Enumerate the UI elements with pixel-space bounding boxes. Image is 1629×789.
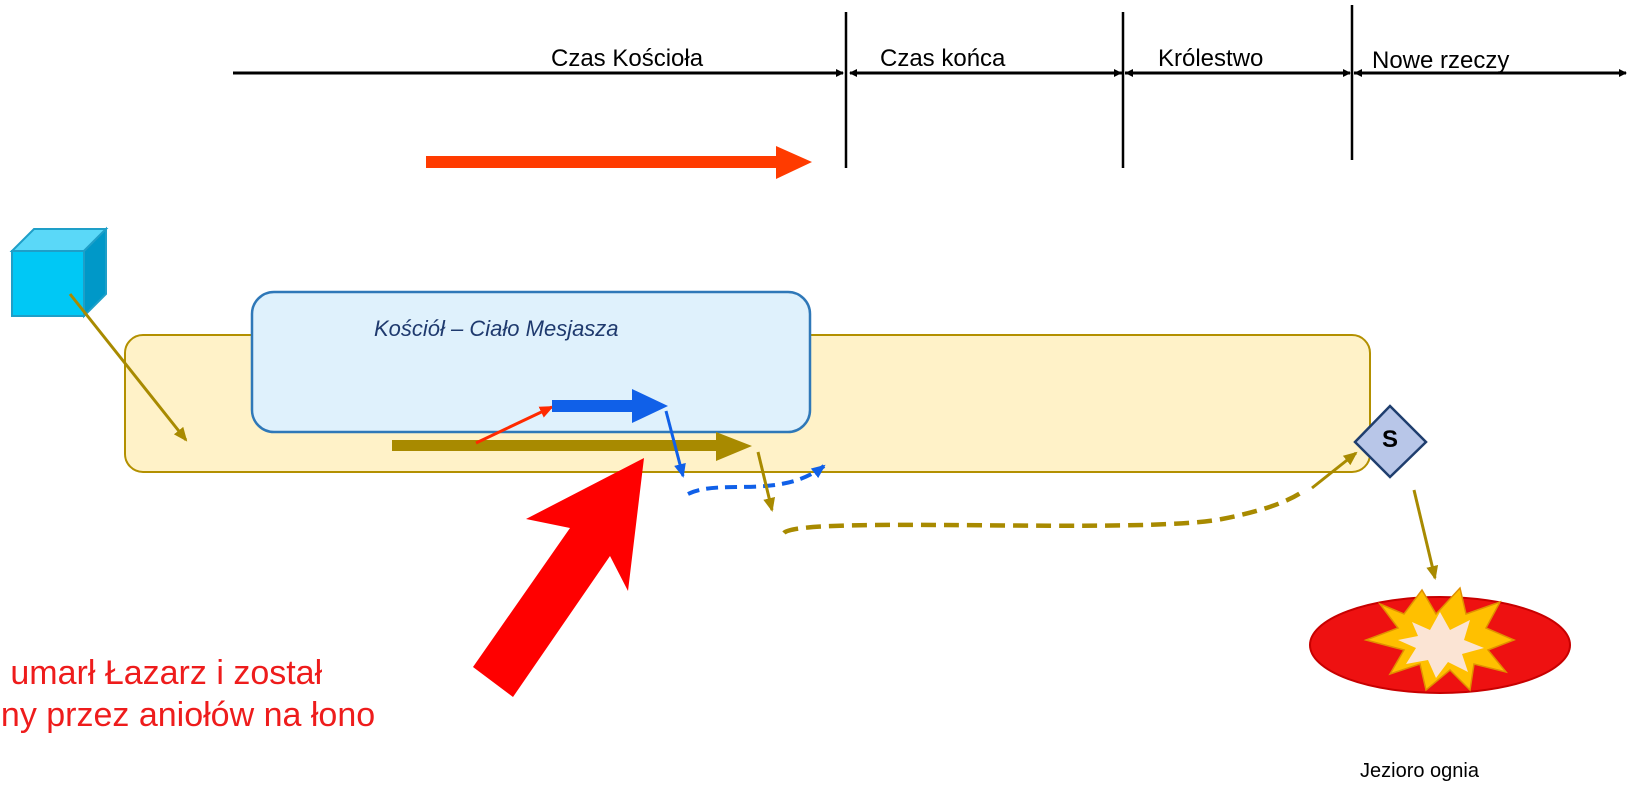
satan-to-lake-arrow: [1412, 489, 1439, 580]
cube-to-box-arrow: [68, 293, 188, 442]
church-box: [250, 290, 812, 434]
red-small-arrow: [475, 405, 554, 445]
lake-of-fire-icon: [1309, 586, 1571, 694]
olive-main-arrow: [392, 432, 752, 461]
blue-main-arrow: [552, 389, 668, 423]
period-label-kingdom: Królestwo: [1158, 45, 1264, 72]
olive-to-satan-arrow: [1311, 451, 1358, 490]
church-label: Kościół – Ciało Mesjasza: [374, 316, 619, 341]
period-label-church-age: Czas Kościoła: [551, 45, 704, 72]
satan-label: S: [1381, 426, 1398, 453]
olive-dashed-curve: [782, 490, 1304, 535]
blue-down-arrow: [664, 410, 686, 478]
timeline: [233, 5, 1627, 168]
lake-label: Jezioro ognia: [1360, 760, 1479, 782]
period-label-end-times: Czas końca: [880, 45, 1006, 72]
satan-diamond: [1353, 404, 1428, 479]
period-label-new-things: Nowe rzeczy: [1372, 47, 1510, 74]
annotation-text: 2 umarł Łazarz i został ony przez aniołó…: [0, 654, 376, 734]
big-red-arrow: [473, 458, 644, 697]
cube-icon: [9, 226, 109, 319]
olive-down-arrow: [756, 451, 776, 512]
blue-dashed-curve: [687, 464, 826, 496]
present-time-arrow: [426, 146, 812, 179]
